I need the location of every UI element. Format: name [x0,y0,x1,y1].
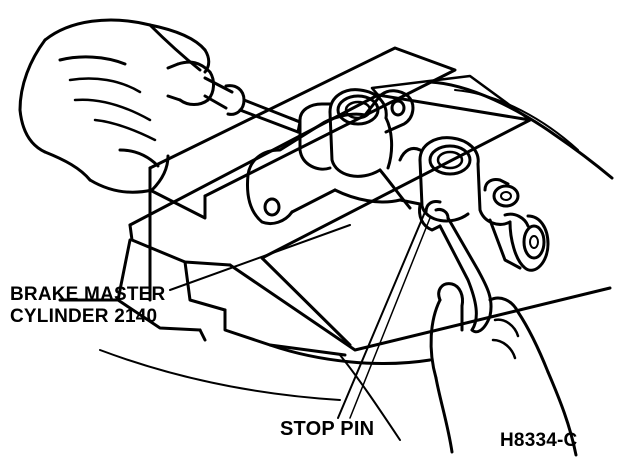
leader-line-master-cylinder [169,224,351,291]
pushrod-tool [166,60,302,134]
label-brake-master-line2: CYLINDER 2140 [10,306,158,327]
leader-line-stop-pin [337,211,426,419]
firewall-panel [58,46,612,441]
figure-code: H8334-C [500,430,578,451]
left-hand [18,18,211,194]
leader-lines [169,211,431,419]
leader-line-stop-pin-2 [349,217,431,419]
right-hand [429,282,578,457]
label-brake-master-line1: BRAKE MASTER [10,284,166,305]
wrench [418,200,493,334]
brake-master-cylinder [246,88,550,272]
label-stop-pin: STOP PIN [280,418,375,440]
background-body-outline [428,80,614,180]
